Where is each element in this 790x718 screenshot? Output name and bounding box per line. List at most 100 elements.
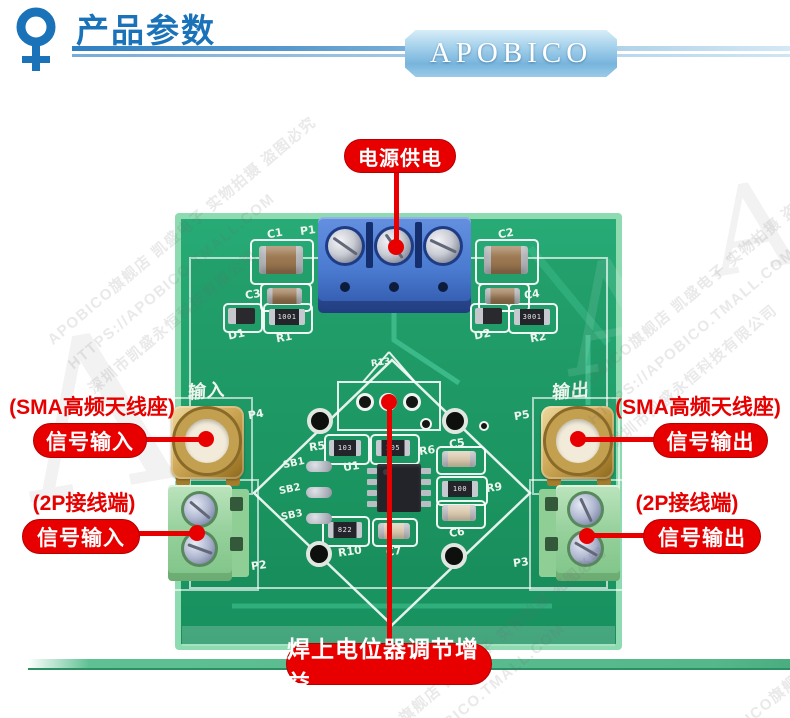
solder-jumper-sb2 — [306, 487, 332, 498]
silkscreen-p1: P1 — [299, 222, 317, 239]
ic-pin — [421, 479, 431, 485]
resistor-r9: 100 — [442, 481, 478, 497]
resistor-code: 822 — [337, 526, 353, 534]
signal-in-sma-label: 信号输入 — [33, 423, 147, 458]
mounting-hole — [307, 408, 333, 434]
terminal-slot — [366, 222, 373, 268]
signal-out-sma-label: 信号输出 — [653, 423, 768, 458]
silkscreen-p5: P5 — [512, 407, 531, 424]
capacitor-c3 — [267, 288, 302, 304]
resistor-r5: 103 — [329, 440, 361, 456]
silkscreen-r2: R2 — [528, 329, 548, 346]
terminal-hole — [389, 282, 399, 292]
gain-callout-dot — [381, 394, 397, 410]
resistor-r10: 822 — [328, 522, 362, 538]
terminal-hole — [438, 282, 448, 292]
terminal-hole — [340, 282, 350, 292]
signal-in-sma-line — [145, 437, 207, 442]
signal-out-2p-dot — [579, 528, 595, 544]
terminal-flap — [229, 489, 249, 577]
silkscreen-p3: P3 — [512, 554, 530, 571]
page-title: 产品参数 — [76, 12, 216, 49]
pcb-bottom-bevel — [182, 626, 615, 646]
terminal-slot — [415, 222, 422, 268]
silkscreen-c3: C3 — [244, 286, 262, 303]
power-supply-label: 电源供电 — [344, 139, 456, 173]
gain-callout-line — [387, 400, 392, 646]
silkscreen-r9: R9 — [485, 479, 503, 496]
silkscreen-c4: C4 — [523, 286, 541, 303]
terminal-notch — [230, 537, 243, 551]
terminal-flap — [539, 489, 559, 577]
via-pad — [479, 421, 489, 431]
silkscreen-r6: R6 — [418, 442, 436, 459]
signal-out-sma-line — [578, 437, 655, 442]
capacitor-c4 — [485, 288, 520, 304]
sma-note-left: (SMA高频天线座) — [9, 396, 175, 419]
silkscreen-c2: C2 — [496, 225, 515, 242]
component-outline — [478, 283, 530, 312]
signal-in-2p-label: 信号输入 — [22, 519, 140, 554]
pot-pad — [403, 393, 421, 411]
component-outline — [223, 303, 263, 333]
female-symbol-icon — [16, 7, 56, 71]
resistor-code: 3001 — [522, 313, 542, 321]
terminal-notch — [230, 497, 243, 511]
power-callout-line — [394, 168, 399, 247]
diode-d2 — [475, 308, 502, 324]
resistor-r6: 105 — [376, 440, 410, 456]
capacitor-c7 — [378, 523, 410, 539]
via-pad — [420, 418, 432, 430]
signal-out-2p-line — [590, 533, 645, 538]
solder-jumper-sb3 — [306, 513, 332, 524]
solder-jumper-sb1 — [306, 461, 332, 472]
ic-pin — [367, 479, 377, 485]
ic-pin — [367, 490, 377, 496]
mounting-hole — [441, 543, 467, 569]
silkscreen-c5: C5 — [448, 435, 466, 452]
resistor-code: 103 — [337, 444, 353, 452]
resistor-code: 100 — [452, 485, 468, 493]
signal-out-2p-label: 信号输出 — [643, 519, 761, 554]
ic-pin1-dot — [383, 469, 389, 475]
silkscreen-p4: P4 — [246, 406, 265, 423]
component-outline — [372, 518, 418, 547]
watermark-line: 深圳市凯盛永恒科技有限公司 — [605, 301, 781, 453]
capacitor-c1 — [259, 246, 303, 274]
mounting-hole — [306, 541, 332, 567]
ic-pin — [421, 501, 431, 507]
capacitor-c6 — [442, 505, 476, 521]
terminal-screw — [570, 494, 601, 525]
component-outline — [508, 303, 558, 334]
signal-in-2p-line — [138, 531, 198, 536]
pot-pad — [356, 393, 374, 411]
resistor-code: 1001 — [277, 313, 297, 321]
terminal-notch — [545, 537, 558, 551]
component-outline — [263, 303, 313, 334]
component-outline — [324, 434, 370, 465]
resistor-r2: 3001 — [514, 309, 550, 325]
silkscreen-c1: C1 — [265, 225, 284, 242]
component-outline — [322, 516, 370, 547]
terminal-notch — [545, 497, 558, 511]
terminal-screw — [184, 494, 215, 525]
silkscreen-input: 输入 — [187, 379, 227, 404]
mounting-hole — [442, 408, 468, 434]
silkscreen-r1: R1 — [274, 329, 294, 346]
resistor-r1: 1001 — [269, 309, 305, 325]
terminal-screw — [426, 229, 460, 263]
capacitor-c5 — [442, 451, 476, 467]
signal-in-sma-dot — [198, 431, 214, 447]
diode-d1 — [228, 308, 255, 324]
watermark-letter: A — [696, 153, 790, 306]
capacitor-c2 — [484, 246, 528, 274]
component-outline — [436, 500, 486, 529]
brand-badge: APOBICO — [405, 30, 617, 77]
power-callout-dot — [388, 239, 404, 255]
gain-note-label: 焊上电位器调节增益 — [286, 636, 492, 696]
ic-pin — [367, 501, 377, 507]
silkscreen-c6: C6 — [448, 524, 466, 541]
signal-in-2p-dot — [189, 525, 205, 541]
p2-note-left: (2P接线端) — [32, 492, 136, 515]
